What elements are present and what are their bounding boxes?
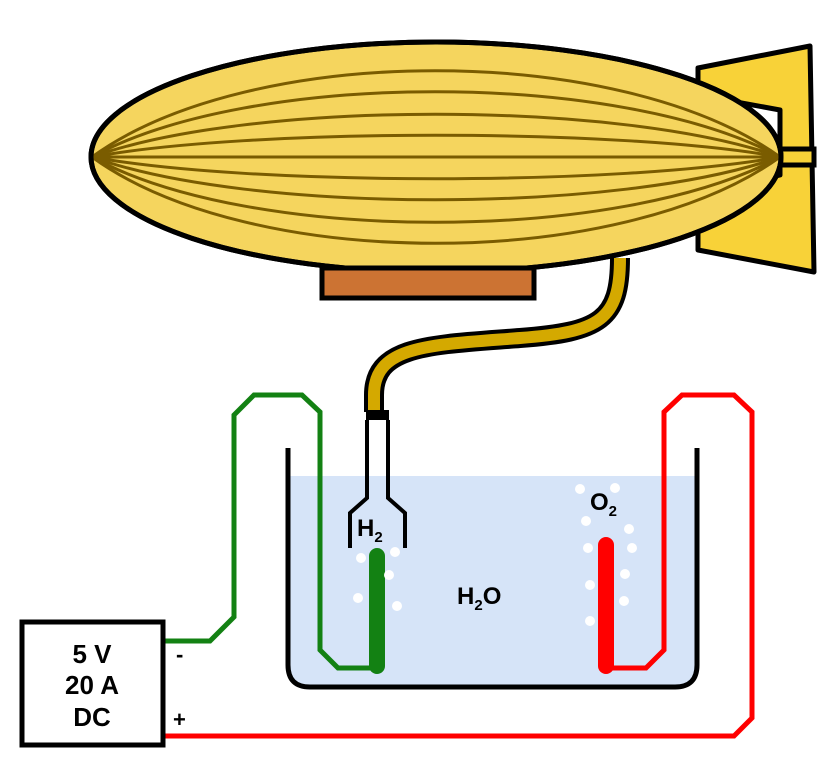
airship-gondola — [319, 265, 537, 301]
hydrogen-label: H2 — [357, 515, 383, 546]
hydrogen-hose — [364, 257, 630, 412]
airship-envelope — [88, 39, 784, 275]
gas-bubbles — [353, 483, 637, 626]
anode-wire — [165, 392, 755, 739]
oxygen-label: O2 — [590, 489, 617, 520]
type-label: DC — [73, 702, 111, 732]
power-supply: 5 V 20 A DC — [19, 619, 166, 748]
cathode-wire — [165, 392, 378, 671]
positive-terminal-label: + — [173, 707, 186, 732]
current-label: 20 A — [65, 670, 119, 700]
beaker — [285, 448, 700, 690]
voltage-label: 5 V — [72, 639, 112, 669]
hydrogen-collector — [348, 410, 407, 548]
water-label: H2O — [457, 583, 501, 614]
water — [288, 476, 697, 687]
negative-terminal-label: - — [176, 642, 183, 667]
